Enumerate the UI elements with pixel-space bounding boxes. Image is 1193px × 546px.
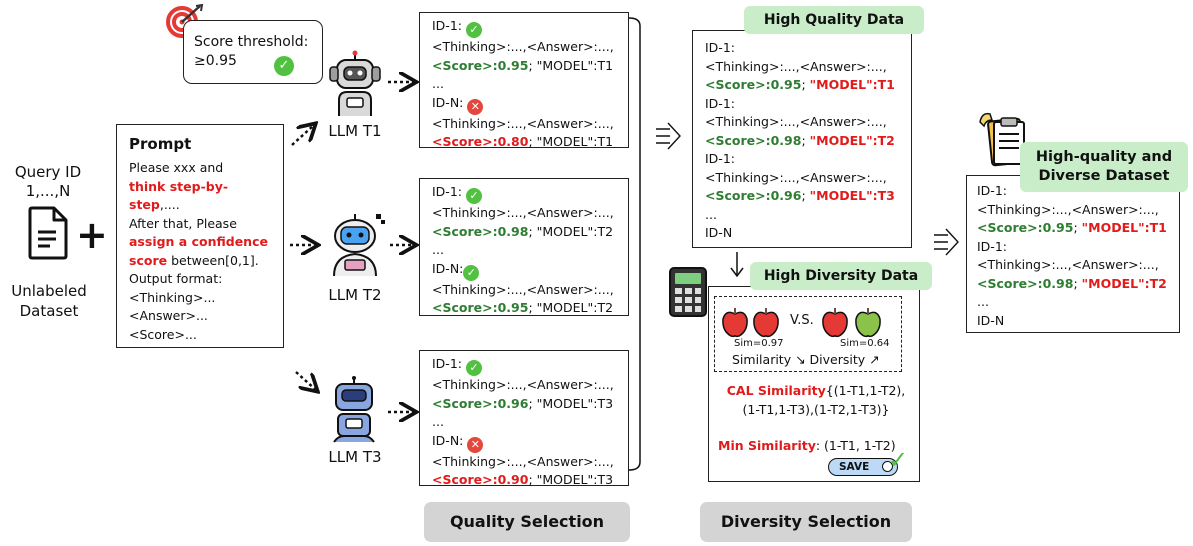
t3-output-box: ID-1: ✓ <Thinking>:...,<Answer>:..., <Sc… [419, 350, 629, 487]
min-similarity: Min Similarity: (1-T1, 1-T2) [718, 438, 896, 453]
robot-icon [329, 50, 381, 116]
diversity-selection-label: Diversity Selection [700, 502, 912, 542]
final-dataset-box: ID-1: <Thinking>:...,<Answer>:..., <Scor… [966, 175, 1180, 333]
robot-icon [333, 214, 385, 277]
check-icon: ✓ [888, 446, 909, 474]
quality-selection-label: Quality Selection [424, 502, 630, 542]
llm-t2-label: LLM T2 [328, 286, 382, 304]
t1-output-box: ID-1: ✓ <Thinking>:...,<Answer>:..., <Sc… [419, 12, 629, 149]
check-icon: ✓ [465, 188, 482, 204]
check-icon: ✓ [465, 22, 482, 38]
save-icon [882, 461, 893, 472]
high-quality-title: High Quality Data [744, 6, 924, 34]
sim-value-2: Sim=0.64 [840, 338, 890, 349]
high-diversity-title: High Diversity Data [750, 262, 932, 290]
t2-output-box: ID-1: ✓ <Thinking>:...,<Answer>:..., <Sc… [419, 178, 629, 316]
vs-label: V.S. [790, 313, 814, 328]
prompt-title: Prompt [129, 135, 192, 153]
check-icon: ✓ [463, 264, 480, 281]
sim-value-1: Sim=0.97 [734, 338, 784, 349]
similarity-diversity-label: Similarity ↘ Diversity ↗ [732, 352, 880, 367]
apple-comparison [714, 296, 902, 372]
apple-icon [722, 308, 779, 338]
threshold-box: Score threshold: ≥0.95 ✓ [183, 20, 323, 84]
robot-icon [333, 376, 375, 443]
check-icon: ✓ [465, 360, 482, 376]
final-dataset-title: High-quality and Diverse Dataset [1020, 142, 1188, 192]
check-icon: ✓ [274, 56, 294, 76]
plus-sign: + [76, 213, 108, 257]
dataset-label: Unlabeled Dataset [11, 282, 87, 320]
llm-t1-label: LLM T1 [328, 122, 382, 140]
high-quality-box: ID-1: <Thinking>:...,<Answer>:..., <Scor… [692, 30, 912, 248]
calculator-icon [669, 267, 707, 317]
save-button[interactable]: SAVE [828, 458, 898, 476]
cross-icon: ✕ [467, 98, 484, 115]
clipboard-icon [979, 112, 1025, 167]
prompt-box: Prompt Please xxx and think step-by- ste… [116, 124, 284, 348]
llm-t3-label: LLM T3 [328, 448, 382, 466]
query-label: Query ID 1,...,N [14, 163, 82, 200]
cross-icon: ✕ [467, 436, 484, 453]
document-icon [28, 206, 68, 260]
apple-icon [822, 308, 881, 338]
cal-similarity: CAL Similarity{(1-T1,1-T2), (1-T1,1-T3),… [726, 383, 906, 417]
